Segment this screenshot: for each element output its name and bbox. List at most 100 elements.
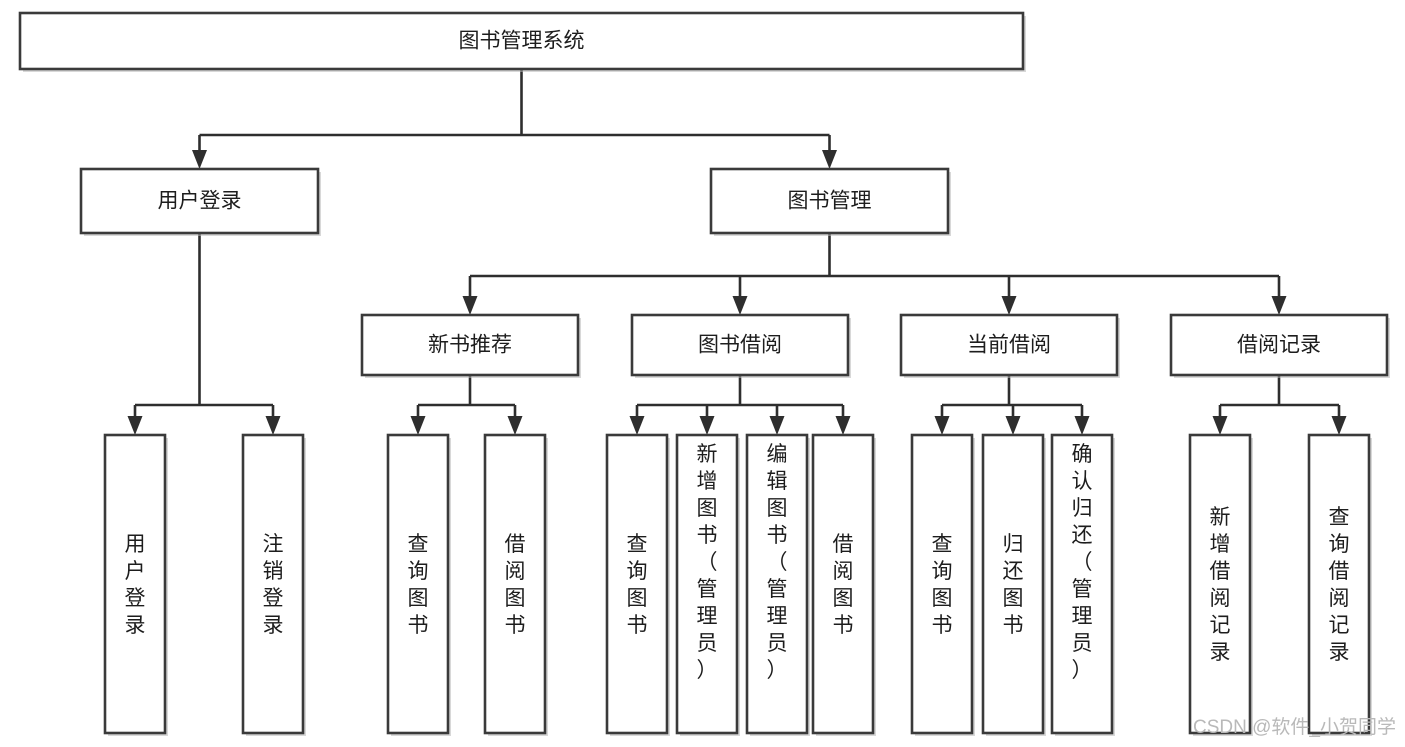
node-label-char: 阅	[1210, 587, 1231, 610]
node-label-char: 户	[125, 560, 146, 583]
connector-arrowhead	[769, 416, 785, 435]
node-新书推荐[interactable]: 新书推荐	[360, 313, 581, 378]
connector-arrowhead	[410, 416, 426, 435]
node-layer: 图书管理系统用户登录用户登录注销登录图书管理新书推荐查询图书借阅图书图书借阅查询…	[18, 11, 1390, 736]
node-label-char: 书	[767, 524, 788, 547]
node-label-char: 书	[697, 524, 718, 547]
node-label-char: 员	[767, 632, 788, 655]
node-label-char: 员	[1072, 632, 1093, 655]
node-label-char: 认	[1072, 470, 1093, 493]
node-label-char: 阅	[1329, 587, 1350, 610]
node-label-char: 图	[697, 497, 718, 520]
node-label-char: 还	[1072, 524, 1093, 547]
node-label-char: 录	[263, 614, 284, 637]
connector-arrowhead	[1074, 416, 1090, 435]
node-label-char: 阅	[833, 560, 854, 583]
node-图书管理系统[interactable]: 图书管理系统	[18, 11, 1026, 72]
node-label-char: 查	[1329, 506, 1350, 529]
node-label: 图书借阅	[698, 334, 782, 357]
node-用户登录[interactable]: 用户登录	[103, 433, 168, 736]
node-label-char: 理	[1072, 605, 1093, 628]
node-label-char: 书	[408, 614, 429, 637]
connector-arrowhead	[835, 416, 851, 435]
node-label-char: 用	[125, 533, 146, 556]
node-label-char: 阅	[505, 560, 526, 583]
node-box[interactable]	[241, 433, 305, 735]
node-label: 当前借阅	[967, 334, 1051, 357]
node-label-char: 登	[125, 587, 146, 610]
node-label-char: 询	[932, 560, 953, 583]
node-label-char: 借	[1329, 560, 1350, 583]
node-图书管理[interactable]: 图书管理	[709, 167, 951, 236]
node-box[interactable]	[18, 11, 1025, 71]
node-box[interactable]	[811, 433, 875, 735]
node-label-char: 记	[1329, 614, 1350, 637]
node-box[interactable]	[386, 433, 450, 735]
node-box[interactable]	[910, 433, 974, 735]
connector-arrowhead	[1212, 416, 1228, 435]
node-box[interactable]	[1307, 433, 1371, 735]
node-label-char: 图	[627, 587, 648, 610]
node-label-char: 理	[697, 605, 718, 628]
node-借阅记录[interactable]: 借阅记录	[1169, 313, 1390, 378]
node-label-char: （	[697, 551, 718, 574]
node-当前借阅[interactable]: 当前借阅	[899, 313, 1120, 378]
node-box[interactable]	[675, 433, 739, 735]
node-label-char: 询	[1329, 533, 1350, 556]
node-label-char: （	[1072, 551, 1093, 574]
node-box[interactable]	[981, 433, 1045, 735]
node-label-char: 借	[833, 533, 854, 556]
node-box[interactable]	[1050, 433, 1114, 735]
node-label-char: 增	[1210, 533, 1231, 556]
node-label-char: 理	[767, 605, 788, 628]
node-label-char: 书	[1003, 614, 1024, 637]
node-用户登录[interactable]: 用户登录	[79, 167, 321, 236]
node-box[interactable]	[1188, 433, 1252, 735]
node-box[interactable]	[605, 433, 669, 735]
node-box[interactable]	[709, 167, 950, 235]
node-label-char: 书	[833, 614, 854, 637]
node-label-char: 图	[932, 587, 953, 610]
node-box[interactable]	[483, 433, 547, 735]
node-label-char: 借	[1210, 560, 1231, 583]
node-box[interactable]	[360, 313, 580, 377]
node-图书借阅[interactable]: 图书借阅	[630, 313, 851, 378]
node-label-char: 确	[1072, 443, 1093, 466]
connector-arrowhead	[507, 416, 523, 435]
node-label-char: 查	[408, 533, 429, 556]
node-label-char: 销	[263, 560, 284, 583]
node-box[interactable]	[745, 433, 809, 735]
connector-arrowhead	[934, 416, 950, 435]
node-label-char: 图	[505, 587, 526, 610]
node-label-char: 增	[697, 470, 718, 493]
node-box[interactable]	[630, 313, 850, 377]
node-box[interactable]	[1169, 313, 1389, 377]
connector-arrowhead	[699, 416, 715, 435]
node-box[interactable]	[899, 313, 1119, 377]
node-label: 图书管理	[788, 190, 872, 213]
node-label-char: 录	[1329, 641, 1350, 664]
connector-arrowhead	[732, 296, 748, 315]
node-label-char: 图	[1003, 587, 1024, 610]
node-box[interactable]	[103, 433, 167, 735]
connector-arrowhead	[1331, 416, 1347, 435]
node-label-char: 归	[1072, 497, 1093, 520]
node-label-char: ）	[767, 659, 788, 682]
node-label-char: ）	[1072, 659, 1093, 682]
connector-arrowhead	[1005, 416, 1021, 435]
node-label-char: ）	[697, 659, 718, 682]
node-box[interactable]	[79, 167, 320, 235]
